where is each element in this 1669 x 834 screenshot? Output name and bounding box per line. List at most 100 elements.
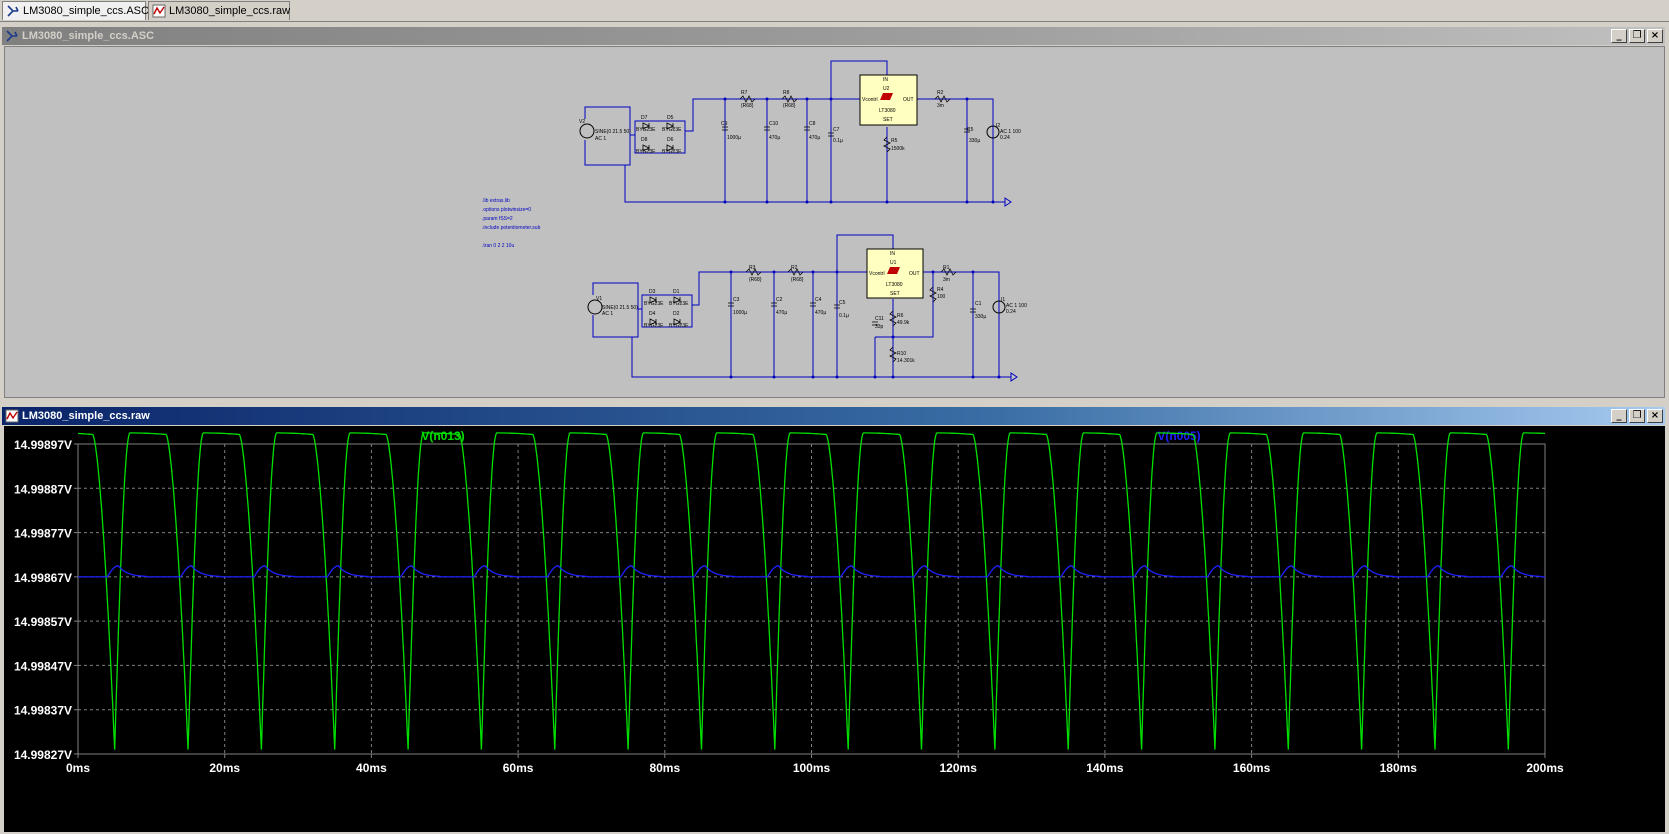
- trace-v-n005: [78, 565, 1545, 578]
- capacitor-ref: C4: [815, 297, 822, 303]
- resistor-value: 3m: [943, 277, 950, 283]
- diode-model: BYG23E: [644, 323, 664, 329]
- resistor-ref: R4: [937, 287, 944, 293]
- diode-ref: D2: [673, 311, 680, 317]
- directive[interactable]: .include potentiometer.sub: [482, 225, 541, 231]
- resistor-value: 1500k: [891, 146, 905, 152]
- source-ref: V1: [596, 296, 602, 302]
- load-ref: I1: [1001, 297, 1005, 303]
- source-ac: AC 1: [602, 311, 613, 317]
- source-value: SINE(0 21.5 50): [595, 129, 631, 135]
- waveform-icon: [152, 4, 166, 18]
- schematic-drawing[interactable]: .lib extras.lib .options plotwinsize=0 .…: [5, 47, 1664, 397]
- document-tab-bar: LM3080_simple_ccs.ASC LM3080_simple_ccs.…: [0, 0, 1669, 22]
- schematic-canvas[interactable]: .lib extras.lib .options plotwinsize=0 .…: [4, 46, 1665, 398]
- current-source-symbol: [992, 300, 1006, 314]
- pin-label: OUT: [909, 271, 920, 277]
- diode-model: BYG23E: [636, 149, 656, 155]
- source-ac: AC 1: [595, 136, 606, 142]
- top-diode-symbols: [642, 95, 970, 153]
- y-tick-label: 14.99877V: [14, 527, 72, 541]
- directive[interactable]: .lib extras.lib: [482, 198, 510, 204]
- capacitor-ref: C2: [776, 297, 783, 303]
- x-tick-label: 40ms: [356, 761, 387, 775]
- directive[interactable]: .options plotwinsize=0: [482, 207, 531, 213]
- pin-label: SET: [883, 117, 893, 123]
- regulator-u2[interactable]: IN U2 Vcontrl OUT LT3080 SET: [859, 74, 918, 126]
- waveform-icon: [5, 409, 19, 423]
- legend-series-v-n013: V(n013): [421, 429, 464, 443]
- spice-directives[interactable]: .lib extras.lib .options plotwinsize=0 .…: [482, 198, 541, 249]
- x-tick-label: 180ms: [1380, 761, 1418, 775]
- plot-frame: [77, 443, 1546, 755]
- linear-logo-icon: [880, 93, 893, 100]
- tab-waveform[interactable]: LM3080_simple_ccs.raw: [148, 1, 290, 20]
- x-tick-label: 80ms: [649, 761, 680, 775]
- restore-button[interactable]: ❐: [1629, 409, 1645, 423]
- regulator-u1[interactable]: IN U1 Vcontrl OUT LT3080 SET: [866, 248, 924, 299]
- minimize-button[interactable]: _: [1611, 29, 1627, 43]
- top-wires: [584, 60, 1012, 207]
- resistor-ref: R3: [749, 265, 756, 271]
- tab-label: LM3080_simple_ccs.ASC: [23, 5, 149, 17]
- pin-label: Vcontrl: [869, 271, 885, 277]
- load-value: 0.24: [1000, 135, 1010, 141]
- tab-label: LM3080_simple_ccs.raw: [169, 5, 291, 17]
- capacitor-ref: C5: [967, 127, 974, 133]
- x-tick-label: 140ms: [1086, 761, 1124, 775]
- directive[interactable]: .param fSS=2: [482, 216, 513, 222]
- current-source-symbol: [986, 125, 1000, 139]
- window-controls: _ ❐ ×: [1609, 29, 1663, 43]
- pin-label: Vcontrl: [862, 97, 878, 103]
- restore-button[interactable]: ❐: [1629, 29, 1645, 43]
- capacitor-ref: C3: [733, 297, 740, 303]
- x-tick-label: 60ms: [503, 761, 534, 775]
- bottom-wires: [592, 234, 1018, 382]
- capacitor-ref: C5: [839, 300, 846, 306]
- x-tick-label: 120ms: [940, 761, 978, 775]
- diode-ref: D4: [649, 311, 656, 317]
- waveform-window-titlebar[interactable]: LM3080_simple_ccs.raw _ ❐ ×: [2, 407, 1665, 425]
- pin-label: SET: [890, 291, 900, 297]
- pin-label: IN: [890, 251, 895, 257]
- capacitor-ref: C8: [809, 121, 816, 127]
- tab-schematic[interactable]: LM3080_simple_ccs.ASC: [2, 1, 149, 20]
- capacitor-ref: C11: [875, 316, 884, 322]
- diode-model: BYG23E: [669, 323, 689, 329]
- component-part: LT3080: [879, 108, 896, 114]
- top-circuit[interactable]: SINE(0 21.5 50) AC 1 V2 D7 BYG23E D5 BYG…: [579, 60, 1021, 207]
- resistor-value: 49.9k: [897, 320, 910, 326]
- close-button[interactable]: ×: [1647, 29, 1663, 43]
- directive[interactable]: .tran 0 2 2 10u: [482, 243, 514, 249]
- window-title: LM3080_simple_ccs.raw: [22, 410, 150, 422]
- capacitor-value: 470µ: [815, 310, 826, 316]
- minimize-button[interactable]: _: [1611, 409, 1627, 423]
- resistor-value: 14.301k: [897, 358, 915, 364]
- source-ref: V2: [579, 119, 585, 125]
- x-tick-label: 160ms: [1233, 761, 1271, 775]
- x-tick-label: 100ms: [793, 761, 831, 775]
- capacitor-value: 470µ: [776, 310, 787, 316]
- component-ref: U2: [883, 86, 890, 92]
- load-value: AC 1 100: [1006, 303, 1027, 309]
- close-button[interactable]: ×: [1647, 409, 1663, 423]
- schematic-window-titlebar[interactable]: LM3080_simple_ccs.ASC _ ❐ ×: [2, 27, 1665, 45]
- diode-ref: D3: [649, 289, 656, 295]
- component-ref: U1: [890, 260, 897, 266]
- capacitor-value: 330µ: [969, 138, 980, 144]
- y-tick-label: 14.99887V: [14, 482, 72, 496]
- diode-ref: D5: [667, 115, 674, 121]
- resistor-value: {R68}: [783, 103, 796, 109]
- capacitor-ref: C1: [975, 301, 982, 307]
- resistor-value: 3m: [937, 103, 944, 109]
- bottom-circuit[interactable]: SINE(0 21.5 50) AC 1 V1 D3 BYG23E D1 BYG…: [587, 234, 1027, 382]
- capacitor-value: 33p: [875, 324, 884, 330]
- x-tick-label: 200ms: [1526, 761, 1564, 775]
- load-ref: I2: [996, 123, 1000, 129]
- y-tick-label: 14.99847V: [14, 659, 72, 673]
- resistor-ref: R2: [791, 265, 798, 271]
- linear-logo-icon: [887, 267, 900, 274]
- diode-model: BYG23E: [662, 127, 682, 133]
